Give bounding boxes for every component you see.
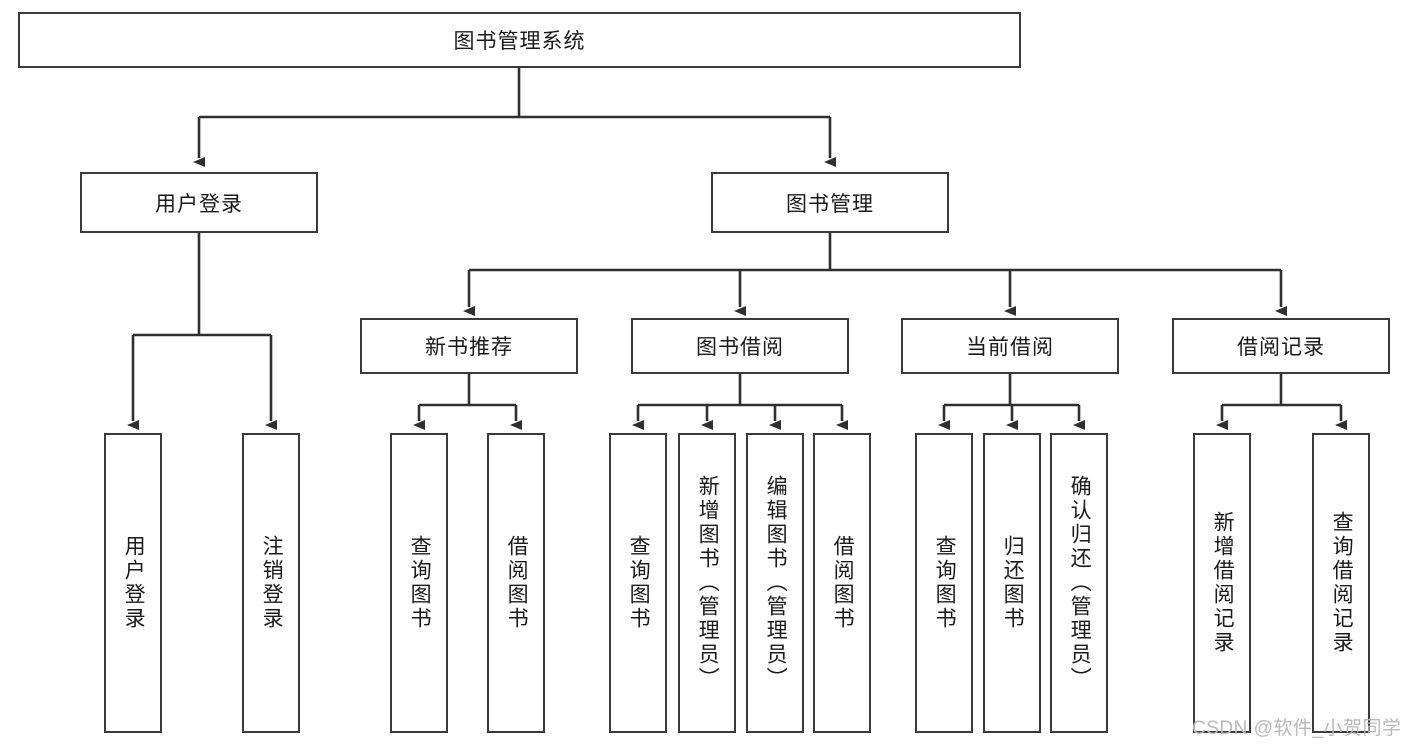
node-user-login[interactable]: 用户登录 [80,172,318,233]
watermark-csdn: CSDN @软件_小贺同学 [1192,718,1402,739]
node-borrow-record[interactable]: 借阅记录 [1172,318,1390,374]
node-label: 查询图书 [408,535,432,631]
leaf-current-borrow-return-book[interactable]: 归还图书 [983,433,1041,733]
leaf-new-book-borrow-book[interactable]: 借阅图书 [487,433,545,733]
node-book-borrow[interactable]: 图书借阅 [631,318,849,374]
node-new-book-recommendation[interactable]: 新书推荐 [360,318,578,374]
node-book-management[interactable]: 图书管理 [711,172,949,233]
leaf-borrow-book-add-book-admin[interactable]: 新增图书（管理员） [678,433,736,733]
node-label: 归还图书 [1001,535,1025,631]
node-current-borrow[interactable]: 当前借阅 [901,318,1119,374]
leaf-borrow-book-borrow-book[interactable]: 借阅图书 [813,433,871,733]
node-label: 注销登录 [260,535,284,631]
node-root-book-management-system[interactable]: 图书管理系统 [18,12,1021,68]
node-label: 编辑图书（管理员） [764,475,788,691]
node-label: 借阅图书 [831,535,855,631]
node-label: 当前借阅 [966,336,1054,359]
node-label: 图书管理系统 [453,30,586,53]
node-label: 确认归还（管理员） [1068,475,1092,691]
leaf-borrow-book-query-book[interactable]: 查询图书 [609,433,667,733]
node-label: 新书推荐 [425,336,513,359]
node-label: 查询借阅记录 [1330,511,1354,655]
node-label: 图书借阅 [696,336,784,359]
node-label: 图书管理 [786,192,874,216]
node-label: 借阅记录 [1237,336,1325,359]
leaf-borrow-record-add-record[interactable]: 新增借阅记录 [1193,433,1251,733]
node-label: 新增图书（管理员） [696,475,720,691]
node-label: 查询图书 [933,535,957,631]
leaf-new-book-query-book[interactable]: 查询图书 [390,433,448,733]
node-label: 用户登录 [122,535,146,631]
node-label: 用户登录 [155,192,243,216]
leaf-borrow-book-edit-book-admin[interactable]: 编辑图书（管理员） [746,433,804,733]
node-label: 查询图书 [627,535,651,631]
node-label: 新增借阅记录 [1211,511,1235,655]
leaf-user-login-logout[interactable]: 注销登录 [242,433,300,733]
leaf-current-borrow-query-book[interactable]: 查询图书 [915,433,973,733]
node-label: 借阅图书 [505,535,529,631]
leaf-current-borrow-confirm-return-admin[interactable]: 确认归还（管理员） [1050,433,1108,733]
leaf-borrow-record-query-record[interactable]: 查询借阅记录 [1312,433,1370,733]
leaf-user-login-login[interactable]: 用户登录 [104,433,162,733]
